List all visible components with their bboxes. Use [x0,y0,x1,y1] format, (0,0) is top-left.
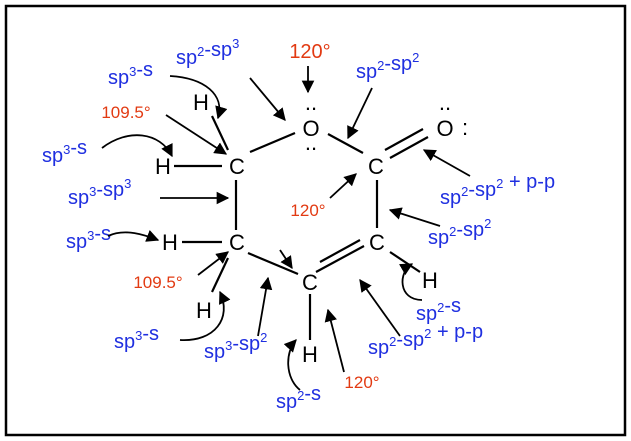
orbital-label-sp2-s-bottom: sp2-s [276,383,321,413]
arrow-109-top [165,114,228,155]
atom-c-mid-left: C [229,230,245,255]
atom-h-right: H [422,268,438,293]
orbital-label-sp2-sp2-right: sp2-sp2 [428,216,491,249]
arrow-sp2s-bottom [283,339,301,391]
angle-o: 120° [289,41,330,63]
bond-c-h-right [389,251,421,273]
orbital-label-sp3-s-mid: sp3-s [66,223,111,253]
atom-h-mid: H [162,230,178,255]
bond-c-c-double-outer [315,245,365,273]
bond-o-c-right [327,133,364,154]
angle-mid-left: 109.5° [133,273,182,292]
arrows [101,66,471,391]
arrow-sp2sp2pp-bottom [359,278,401,337]
arrow-sp3s-bottom [179,290,231,341]
orbital-label-sp3-sp3: sp3-sp3 [68,176,131,209]
arrow-sp2s-right [399,263,423,301]
orbital-labels: sp3-s sp2-sp3 sp2-sp2 sp3-s sp3-sp3 sp3-s sp2-… [42,36,555,413]
diagram-frame [4,4,627,437]
atom-c-right: C [369,230,385,255]
arrow-sp2sp3-top [249,77,286,121]
orbital-label-sp3-s-top: sp3-s [108,59,153,89]
arrow-sp3sp2-bottom [257,276,273,337]
lone-pair-o-carbonyl-right: : [462,115,468,140]
bond-c-h-top-a [211,115,229,151]
orbital-label-sp2-sp2-top: sp2-sp2 [356,50,419,83]
arrow-109-mid [197,251,229,276]
atom-h-top-a: H [193,90,209,115]
orbital-label-sp3-s-left: sp3-s [42,137,87,167]
bond-c-c-double-inner [319,239,361,263]
atoms: O O C C C C C H H H H H H .. .. .. : [155,90,468,367]
atom-h-low: H [196,298,212,323]
bond-c-o-double-a [389,136,429,159]
lone-pair-o-ring-bottom: .. [305,130,317,155]
arrow-sp2sp2-right [388,207,441,227]
atom-h-top-b: H [155,154,171,179]
ring-bonds [174,115,429,340]
arrow-sp3s-left [101,134,173,158]
bond-c-o-left [249,131,296,154]
angle-ring-inner: 120° [290,201,325,220]
atom-h-bottom: H [302,342,318,367]
bond-c-o-double-b [384,128,424,151]
atom-c-carbonyl: C [368,154,384,179]
arrow-sp3s-mid [107,230,160,242]
orbital-label-sp2-sp3-top: sp2-sp3 [176,36,239,69]
bond-c-c-lower-left [247,251,299,276]
orbital-label-sp3-sp2-bottom: sp3-sp2 [204,330,267,363]
arrow-sp2sp2-top [347,87,373,140]
angle-labels: 120° 109.5° 120° 109.5° 120° [101,41,379,392]
orbital-label-sp2-sp2-pp-bottom: sp2-sp2 + p-p [368,321,483,359]
angle-bottom: 120° [344,373,379,392]
angle-top-left: 109.5° [101,103,150,122]
atom-c-top-left: C [229,154,245,179]
orbital-label-sp3-s-bottom: sp3-s [114,323,159,353]
arrow-lower-left-bond [279,249,293,270]
arrow-120-inner [329,173,357,199]
arrow-120-bottom [324,308,345,373]
arrow-sp2sp2pp-right [422,149,471,177]
orbital-label-sp2-s-right: sp2-s [416,295,461,325]
atom-o-carbonyl: O [436,116,453,141]
atom-o-ring: O [302,116,319,141]
lone-pair-o-ring-top: .. [305,90,317,115]
atom-c-bottom: C [302,270,318,295]
lone-pair-o-carbonyl-top: .. [439,90,451,115]
orbital-label-sp2-sp2-pp-right: sp2-sp2 + p-p [440,171,555,209]
arrow-sp3s-top [169,75,228,120]
